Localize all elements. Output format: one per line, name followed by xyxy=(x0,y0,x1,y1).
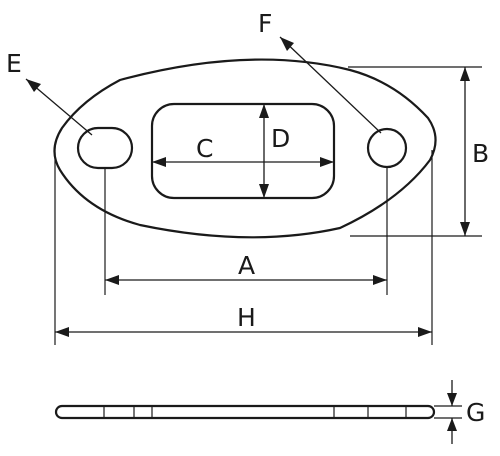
dimension-h-arrow-right xyxy=(418,327,432,337)
label-b: B xyxy=(472,139,489,168)
leader-f-line xyxy=(279,36,382,134)
label-e: E xyxy=(6,49,22,78)
gasket-outline xyxy=(53,58,437,239)
label-a: A xyxy=(238,251,255,280)
dimension-b-arrow-bottom xyxy=(460,222,470,236)
label-c: C xyxy=(196,134,213,163)
right-round-hole xyxy=(366,127,408,169)
dimension-b-arrow-top xyxy=(460,67,470,81)
dimension-c-arrow-right xyxy=(320,157,334,167)
label-h: H xyxy=(237,303,256,332)
leader-f-arrow xyxy=(280,37,294,51)
dimension-a-arrow-left xyxy=(105,275,119,285)
label-g: G xyxy=(466,398,485,427)
label-f: F xyxy=(258,9,272,38)
dimension-h-arrow-left xyxy=(55,327,69,337)
dimension-d-arrow-bottom xyxy=(259,184,269,198)
dimension-g-arrow-bottom xyxy=(447,418,457,431)
left-slot-hole xyxy=(76,126,134,170)
dimension-a-arrow-right xyxy=(373,275,387,285)
dimension-c-arrow-left xyxy=(152,157,166,167)
dimension-g-arrow-top xyxy=(447,393,457,406)
leader-e-arrow xyxy=(26,79,41,92)
side-view-plate xyxy=(54,404,436,420)
label-d: D xyxy=(271,124,290,153)
dimension-d-arrow-top xyxy=(259,104,269,118)
center-port xyxy=(150,102,336,200)
